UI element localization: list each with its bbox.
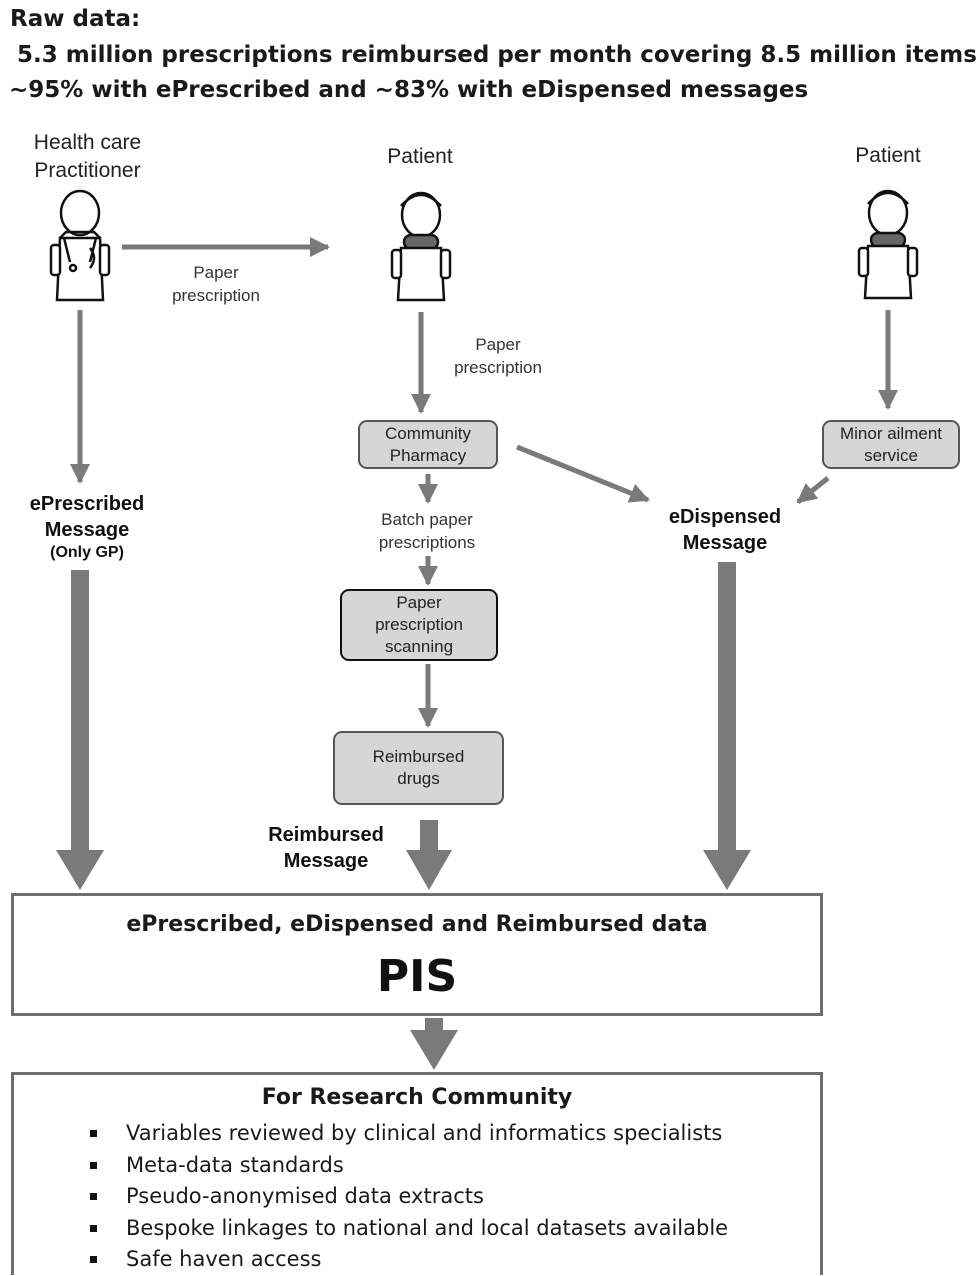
thick-arrow-pis-to-research: [410, 1018, 458, 1070]
batch-paper-prescriptions-label: Batch paper prescriptions: [378, 510, 476, 552]
pis-title: PIS: [376, 951, 458, 1002]
raw-data-line-1: 5.3 million prescriptions reimbursed per…: [17, 42, 977, 68]
paper-prescription-scanning-box: Paper prescription scanning: [340, 589, 498, 661]
list-item: Meta-data standards: [84, 1150, 824, 1182]
thick-arrow-reimbursed: [406, 820, 452, 890]
list-item: Safe haven access: [84, 1244, 824, 1276]
thick-arrow-edispensed: [703, 562, 751, 890]
list-item: Variables reviewed by clinical and infor…: [84, 1118, 824, 1150]
thick-arrow-eprescribed: [56, 570, 104, 890]
patient-center-icon: [390, 191, 452, 302]
raw-data-title: Raw data:: [10, 6, 141, 32]
paper-prescription-label-mid: Paper prescription: [454, 335, 542, 377]
list-item: Pseudo-anonymised data extracts: [84, 1181, 824, 1213]
only-gp-note: (Only GP): [50, 544, 124, 561]
list-item: Bespoke linkages to national and local d…: [84, 1213, 824, 1245]
patient-right-icon: [857, 189, 919, 300]
pis-subtitle: ePrescribed, eDispensed and Reimbursed d…: [126, 912, 708, 937]
practitioner-icon: [49, 189, 111, 302]
patient-center-label: Patient: [387, 145, 453, 168]
practitioner-label: Health care Practitioner: [33, 131, 142, 182]
paper-prescription-label-top: Paper prescription: [172, 263, 260, 305]
pis-box: ePrescribed, eDispensed and Reimbursed d…: [11, 893, 823, 1016]
research-title: For Research Community: [261, 1085, 573, 1110]
reimbursed-message-label: Reimbursed Message: [268, 824, 384, 872]
eprescribed-message-label: ePrescribed Message (Only GP): [8, 491, 166, 563]
edispensed-message-label: eDispensed Message: [668, 506, 782, 554]
research-list: Variables reviewed by clinical and infor…: [84, 1118, 824, 1276]
raw-data-line-2: ~95% with ePrescribed and ~83% with eDis…: [9, 77, 809, 103]
arrow-pharmacy-to-edispensed: [516, 444, 650, 503]
community-pharmacy-box: Community Pharmacy: [358, 420, 498, 469]
patient-right-label: Patient: [855, 144, 921, 167]
reimbursed-drugs-box: Reimbursed drugs: [333, 731, 504, 805]
research-community-box: For Research Community Variables reviewe…: [11, 1072, 823, 1275]
minor-ailment-service-box: Minor ailment service: [822, 420, 960, 469]
arrow-minor-ailment-to-edispensed: [796, 476, 830, 504]
